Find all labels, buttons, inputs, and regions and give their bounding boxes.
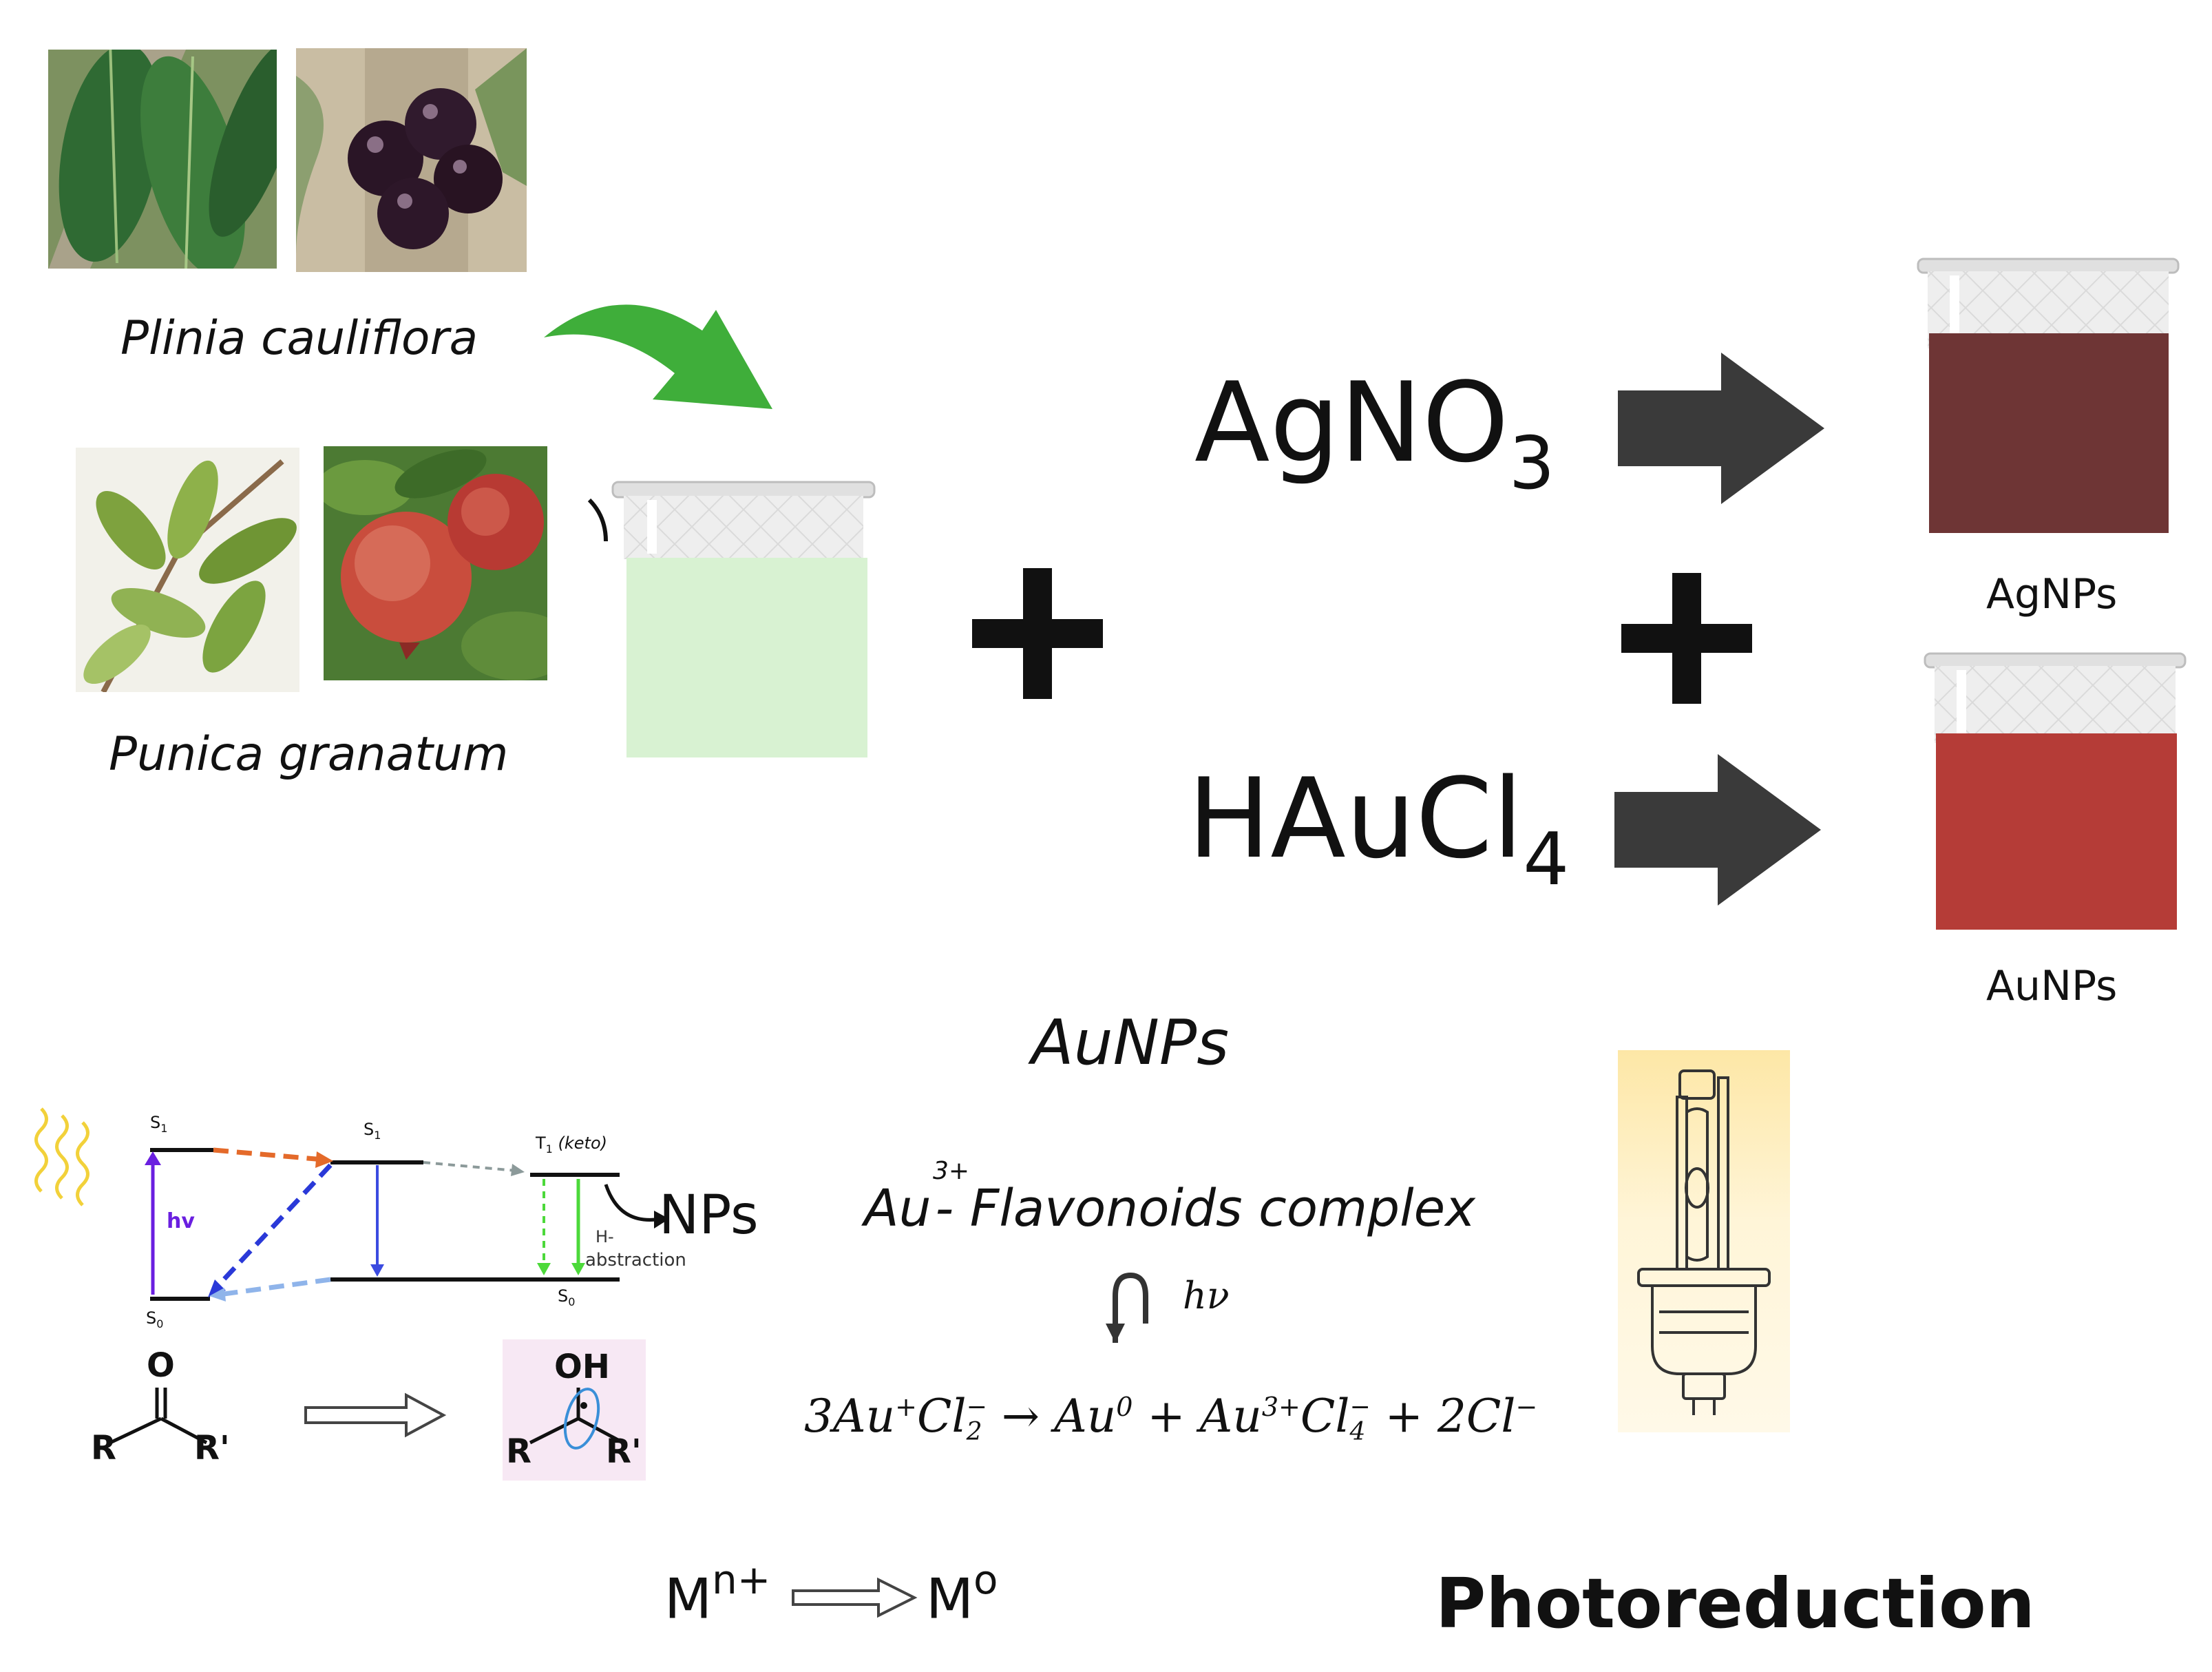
reagent-agno3-sub: 3 (1508, 421, 1555, 505)
lamp-glow (1618, 1050, 1790, 1432)
plus-icon-left (972, 568, 1103, 699)
photoreduction-equation: 3Au+Cl−2 → Au0 + Au3+Cl−4 + 2Cl− (804, 1390, 1537, 1445)
product-label-agnps: AgNPs (1986, 570, 2118, 618)
metal-ion: Mn+ (664, 1556, 770, 1631)
level-s1-right: S1 (364, 1120, 381, 1142)
level-s0-left-text: S (146, 1308, 157, 1328)
ketyl-r-prime: R' (606, 1432, 642, 1471)
product-label-aunps: AuNPs (1986, 962, 2118, 1010)
plus-icon-right (1621, 573, 1752, 704)
eq-p4: + Au (1133, 1390, 1262, 1443)
ketyl-radical-box (503, 1339, 646, 1481)
ketone-r: R (91, 1429, 116, 1467)
complex-rest: - Flavonoids complex (935, 1179, 1475, 1238)
agnp-beaker (1917, 258, 2180, 533)
level-t1-sub: 1 (545, 1142, 553, 1156)
metal-ion-text: M (664, 1567, 713, 1631)
metal-ion-sup: n+ (712, 1556, 771, 1603)
plinia-leaves-photo (48, 50, 277, 269)
eq-p2-sub: 2 (966, 1418, 982, 1446)
level-s1-left: S1 (150, 1113, 167, 1135)
hollow-arrow-icon (304, 1392, 447, 1438)
eq-p4-sup: 3+ (1261, 1392, 1300, 1422)
reaction-loop-arrow-icon (1106, 1272, 1148, 1343)
metal-atom-sup: o (973, 1556, 998, 1603)
level-s1-right-text: S (364, 1120, 375, 1139)
label-h-abstraction-2: abstraction (585, 1250, 686, 1271)
ketone-o: O (147, 1346, 175, 1385)
hv-label: hν (1183, 1274, 1230, 1317)
plant-name-plinia: Plinia cauliflora (120, 311, 478, 366)
eq-p3-sup: 0 (1116, 1392, 1133, 1422)
eq-p5: Cl (1300, 1390, 1350, 1443)
eq-p2-sup: − (966, 1393, 987, 1421)
plant-name-punica: Punica granatum (109, 727, 509, 782)
level-t1-text: T (536, 1133, 546, 1153)
metal-atom: Mo (926, 1556, 998, 1631)
eq-p1-sup: + (895, 1392, 918, 1422)
ketyl-radical-structure (529, 1388, 624, 1450)
mechanism-title: AuNPs (1031, 1007, 1230, 1079)
ketyl-oh: OH (554, 1348, 610, 1386)
metal-reduction-arrow-icon (792, 1577, 918, 1618)
level-t1-note: (keto) (558, 1133, 607, 1153)
punica-leaves-photo (76, 448, 299, 692)
label-hv-absorption: hv (167, 1209, 195, 1233)
label-h-abstraction-1: H- (596, 1227, 614, 1246)
eq-arrow: → (987, 1390, 1055, 1443)
eq-p6: + 2Cl (1370, 1390, 1516, 1443)
energy-level-diagram (34, 1107, 669, 1302)
metal-atom-text: M (926, 1567, 974, 1631)
label-nps: NPs (659, 1184, 759, 1246)
complex-sup: 3+ (933, 1157, 970, 1185)
eq-p6-sup: − (1515, 1392, 1538, 1422)
eq-p5-sup: − (1349, 1393, 1371, 1421)
plinia-fruit-photo (296, 48, 527, 272)
eq-p2: Cl (917, 1390, 967, 1443)
small-mark (587, 498, 608, 542)
plant-extract-beaker (611, 481, 876, 757)
green-curved-arrow-icon (544, 304, 772, 409)
reagent-haucl4: HAuCl4 (1188, 754, 1569, 901)
ketone-structure (109, 1388, 208, 1445)
level-s0-right: S0 (558, 1286, 575, 1308)
reagent-agno3-text: AgNO (1194, 358, 1509, 487)
ketone-r-prime: R' (194, 1429, 230, 1467)
light-wave-icon (34, 1107, 89, 1206)
ketyl-r: R (506, 1432, 531, 1471)
eq-p3: Au (1054, 1390, 1117, 1443)
level-t1: T1 (keto) (536, 1133, 607, 1156)
complex-main: Au (864, 1179, 931, 1238)
xenon-lamp-icon (1637, 1069, 1771, 1415)
eq-p5-scripts: −4 (1350, 1395, 1371, 1445)
level-s1-right-sub: 1 (374, 1128, 381, 1142)
level-s0-right-text: S (558, 1286, 569, 1306)
reagent-agno3: AgNO3 (1194, 358, 1555, 505)
arrow-right-icon-silver (1618, 353, 1824, 504)
eq-p2-scripts: −2 (967, 1395, 987, 1445)
level-s0-right-sub: 0 (568, 1295, 576, 1308)
aunp-beaker (1924, 652, 2187, 930)
level-s0-left: S0 (146, 1308, 163, 1330)
reagent-haucl4-text: HAuCl (1188, 754, 1524, 883)
complex-label: Au- Flavonoids complex (864, 1179, 1475, 1238)
punica-fruit-photo (324, 446, 547, 680)
level-s1-left-text: S (150, 1113, 161, 1132)
eq-p1: 3Au (804, 1390, 896, 1443)
photoreduction-caption: Photoreduction (1435, 1563, 2035, 1644)
reagent-haucl4-sub: 4 (1523, 817, 1570, 901)
level-s1-left-sub: 1 (160, 1121, 168, 1135)
eq-p5-sub: 4 (1349, 1418, 1366, 1446)
level-s0-left-sub: 0 (156, 1317, 164, 1330)
arrow-right-icon-gold (1614, 754, 1821, 906)
